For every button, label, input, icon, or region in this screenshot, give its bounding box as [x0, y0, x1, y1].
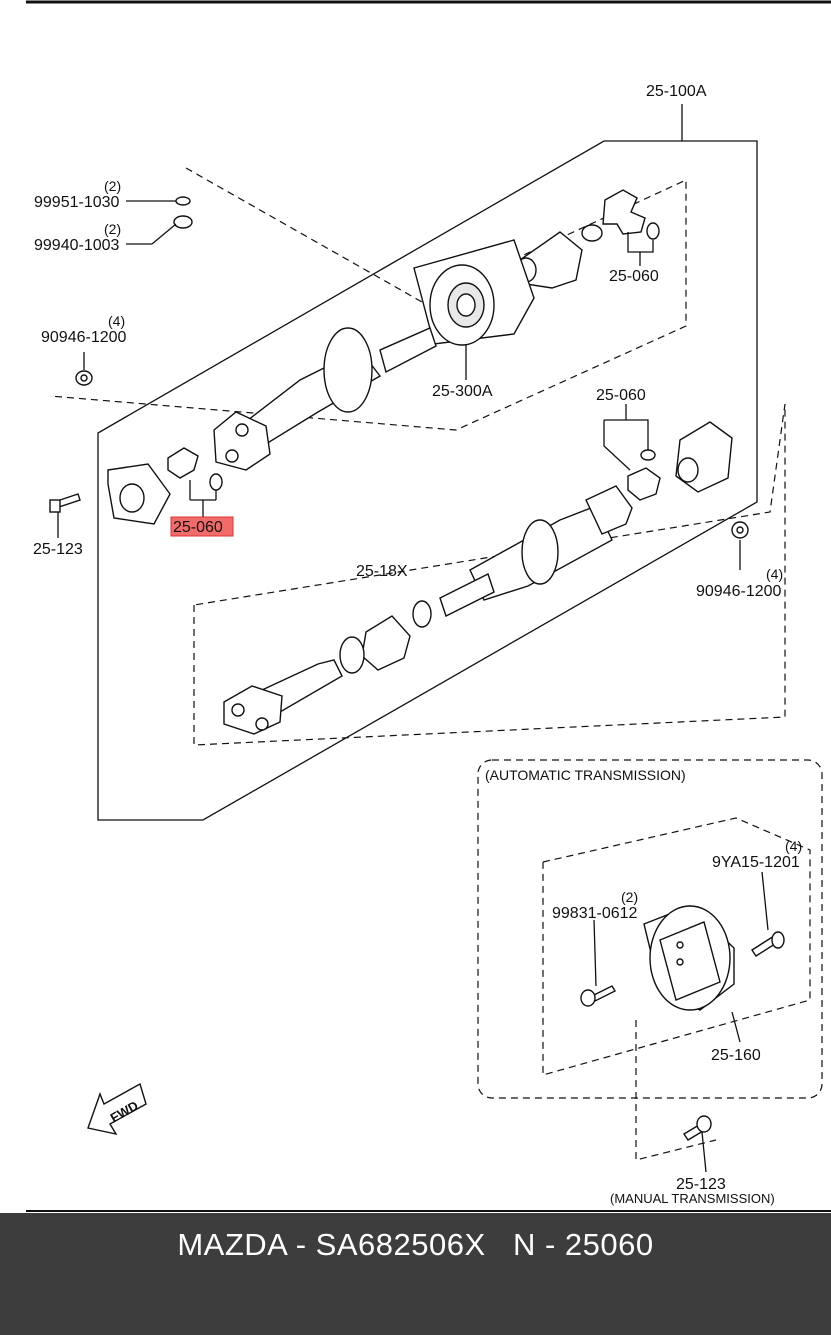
label-seal-part: 99940-1003: [34, 237, 120, 254]
highlight-box: [170, 516, 234, 537]
bolt-9ya-part: [751, 871, 785, 957]
rear-nut-part: [731, 521, 749, 570]
footer-bar: MAZDA - SA682506X N - 25060: [0, 1213, 831, 1335]
label-assembly: 25-100A: [646, 83, 707, 100]
front-flange-part: [107, 463, 171, 525]
label-bolt-9ya-part: 9YA15-1201: [712, 854, 800, 871]
bolt-998-part: [580, 919, 616, 1007]
auto-inner-box: [542, 817, 811, 1076]
label-ujoint-rear: 25-060: [609, 268, 659, 285]
front-nut-part: [75, 352, 93, 386]
label-auto-trans: (AUTOMATIC TRANSMISSION): [485, 767, 686, 783]
label-bolt-front: 25-123: [33, 541, 83, 558]
label-bolt-998-qty: (2): [621, 889, 638, 905]
lower-dashed-box: [193, 403, 786, 746]
rear-ujoint-part: [515, 189, 660, 289]
rear-shaft-part: [213, 327, 437, 471]
auto-trans-box: [477, 759, 823, 1099]
label-bolt-9ya-qty: (4): [785, 838, 802, 854]
label-ujoint-mid: 25-060: [596, 387, 646, 404]
label-nut-front-part: 90946-1200: [41, 329, 127, 346]
footer-caption: MAZDA - SA682506X N - 25060: [177, 1227, 654, 1262]
assembly-outline: [97, 104, 758, 821]
label-nut-rear-qty: (4): [766, 566, 783, 582]
label-ujoint-front-highlighted: 25-060: [173, 519, 223, 536]
bolt-manual-part: [683, 1115, 712, 1173]
label-manual-trans: (MANUAL TRANSMISSION): [610, 1191, 775, 1206]
front-bolt-part: [49, 493, 81, 538]
label-damper: 25-160: [711, 1047, 761, 1064]
label-center-bearing: 25-300A: [432, 383, 493, 400]
label-seal-qty: (2): [104, 221, 121, 237]
damper-part: [643, 905, 741, 1043]
parts-diagram: 25-100A (2) 99951-1030 (2) 99940-1003 (4…: [26, 0, 831, 1212]
fwd-arrow-icon: [87, 1082, 147, 1136]
label-bolt-manual: 25-123: [676, 1176, 726, 1193]
front-ujoint-part: [167, 447, 223, 518]
label-washer-qty: (2): [104, 178, 121, 194]
manual-lead: [635, 1020, 717, 1161]
washer-seal-parts: [126, 196, 193, 245]
label-bolt-998-part: 99831-0612: [552, 905, 638, 922]
label-shaft-front: 25-18X: [356, 563, 408, 580]
label-nut-rear-part: 90946-1200: [696, 583, 782, 600]
label-nut-front-qty: (4): [108, 313, 125, 329]
label-washer-part: 99951-1030: [34, 194, 120, 211]
center-bearing-part: [413, 239, 535, 346]
front-shaft-part: [223, 485, 633, 735]
mid-ujoint-part: [603, 404, 733, 501]
